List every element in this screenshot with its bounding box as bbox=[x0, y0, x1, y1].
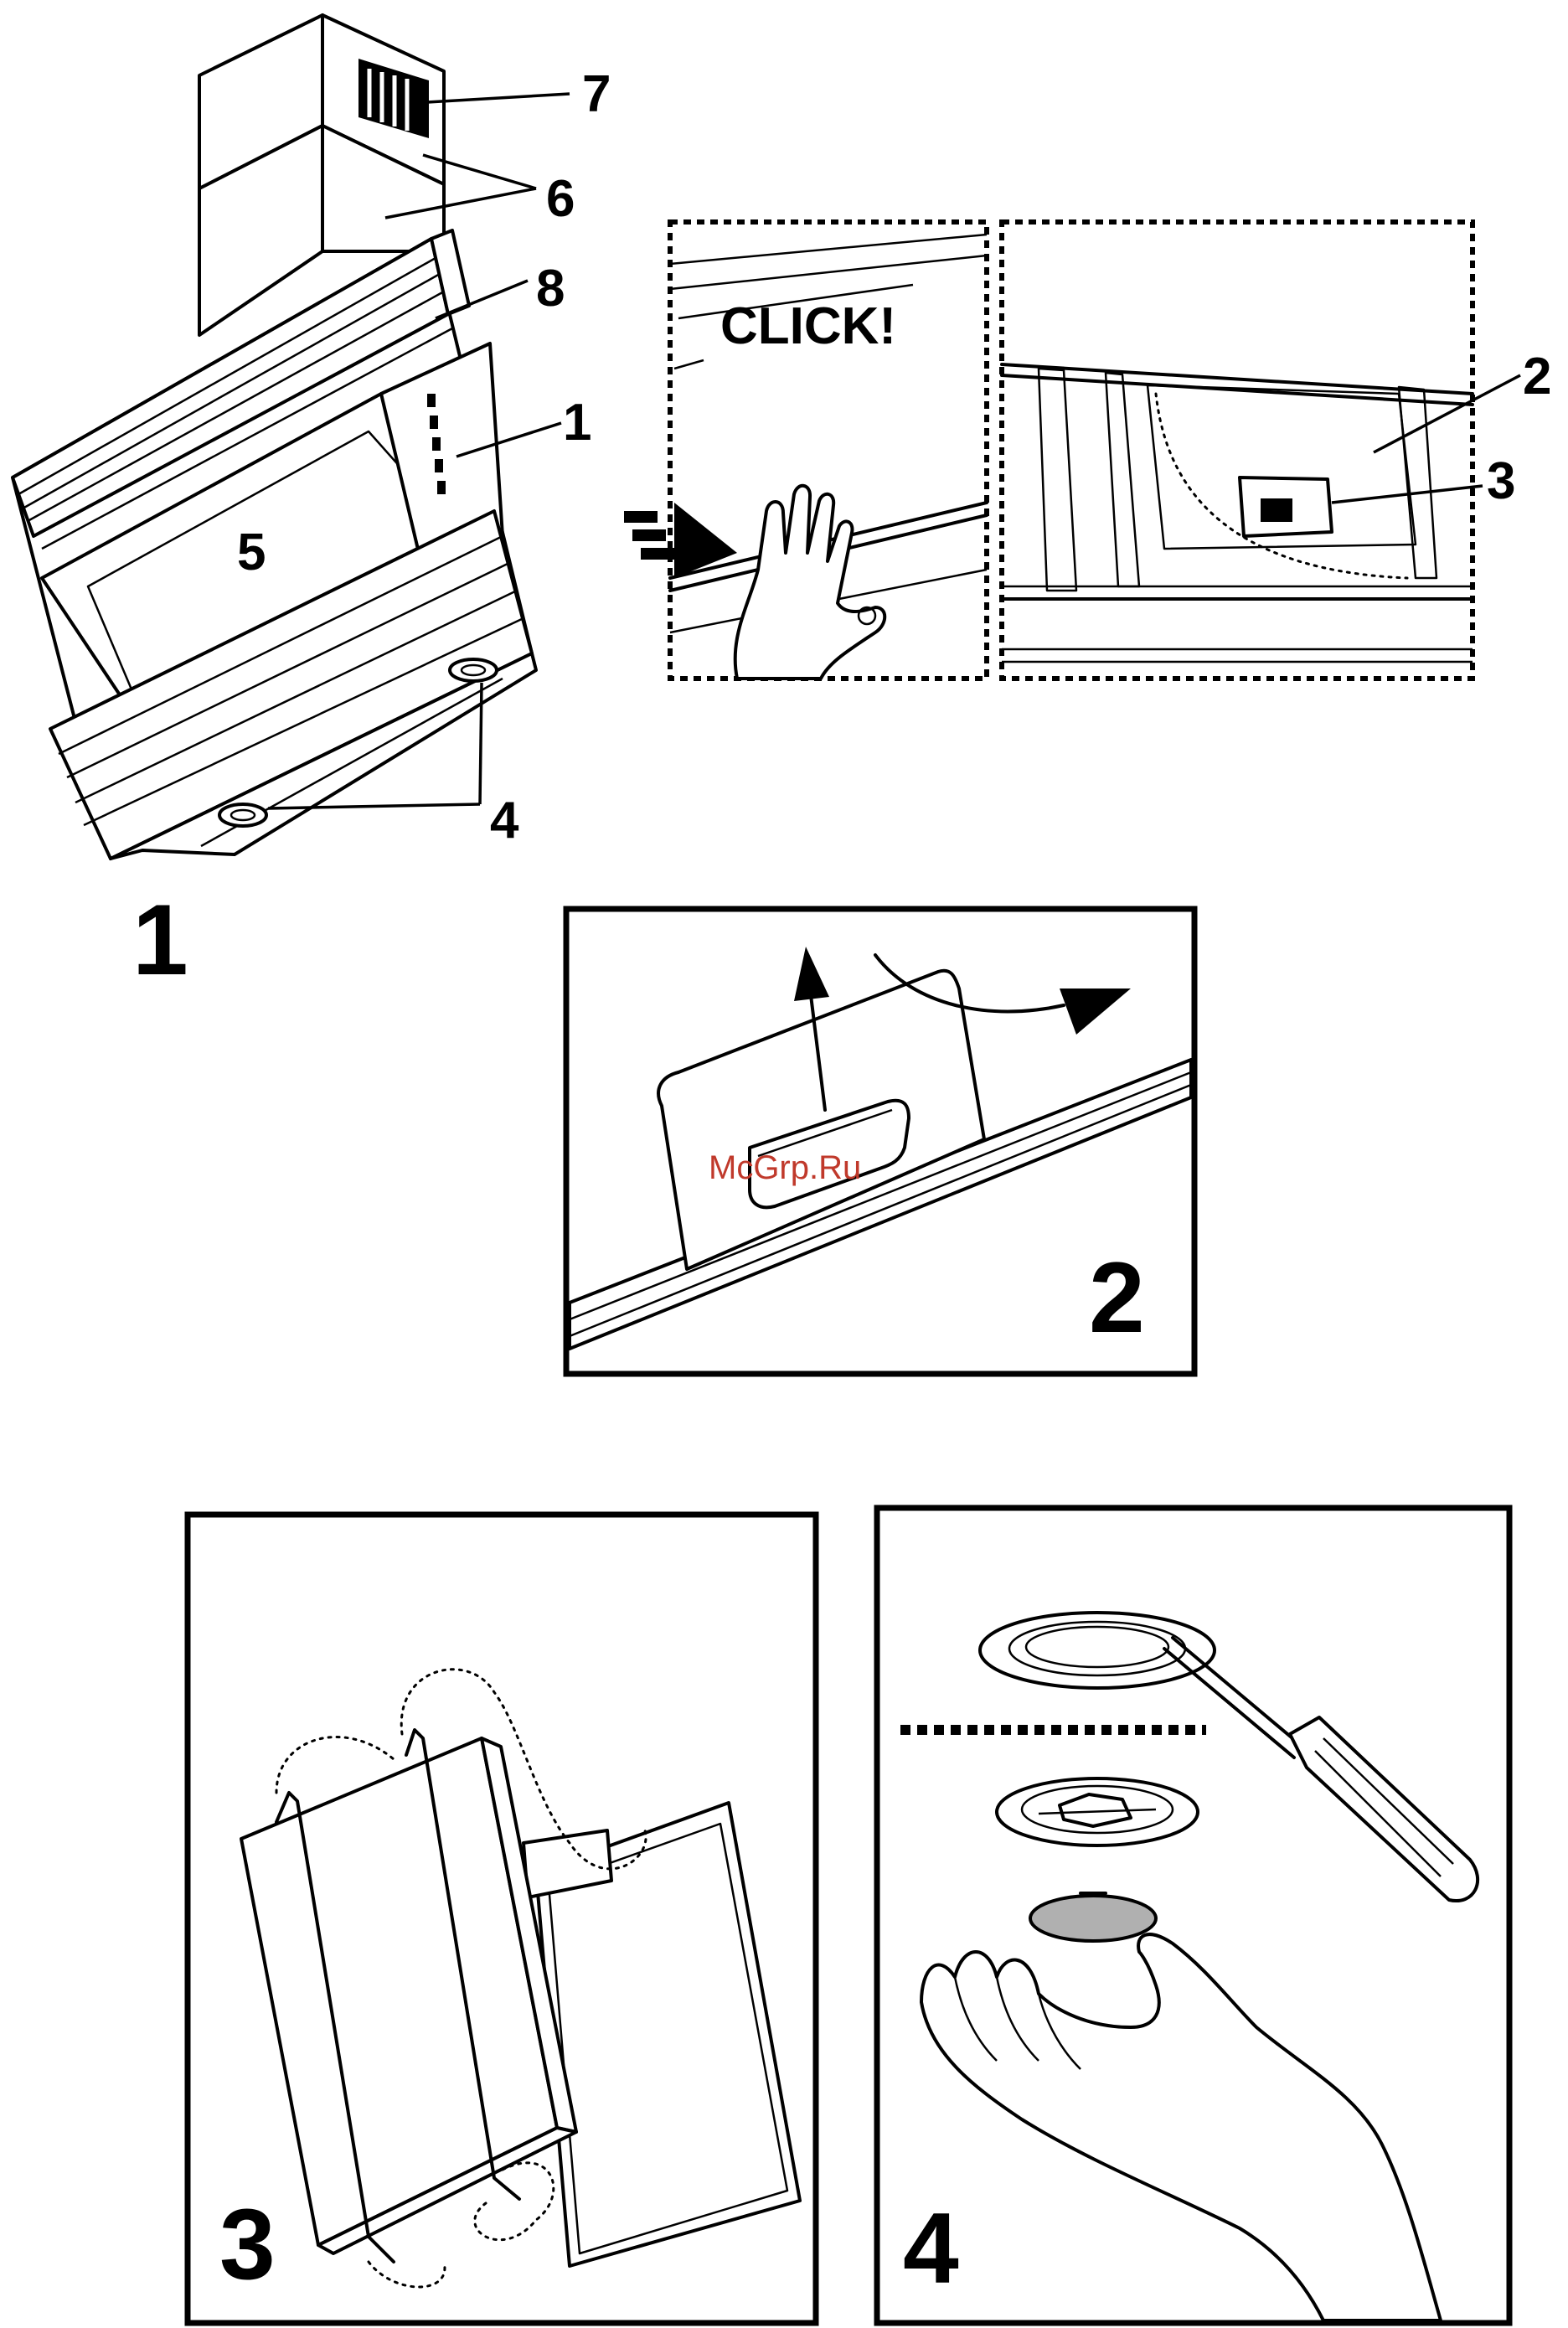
figure-4: 4 bbox=[877, 1508, 1509, 2323]
callout-8: 8 bbox=[536, 260, 565, 317]
watermark: McGrp.Ru bbox=[709, 1149, 861, 1186]
figure-2: McGrp.Ru 2 bbox=[566, 909, 1194, 1374]
callout-1: 1 bbox=[563, 394, 591, 452]
lamp-right bbox=[450, 659, 497, 681]
open-panel-detail: 2 3 bbox=[1002, 222, 1551, 679]
panel-label-3: 3 bbox=[219, 2188, 276, 2300]
panel-label-1: 1 bbox=[132, 884, 188, 996]
callout-3: 3 bbox=[1487, 452, 1515, 510]
panel-label-2: 2 bbox=[1089, 1241, 1145, 1354]
hood-body bbox=[13, 230, 536, 859]
lamp-left bbox=[219, 804, 266, 826]
figure-1-hood: 7 6 8 1 5 4 1 bbox=[13, 15, 611, 996]
hand-icon bbox=[735, 486, 885, 679]
panel-label-4: 4 bbox=[903, 2192, 959, 2305]
callout-7: 7 bbox=[582, 65, 611, 123]
callout-6: 6 bbox=[546, 170, 575, 228]
lamp-socket bbox=[997, 1778, 1198, 1845]
lamp-cover bbox=[980, 1613, 1215, 1688]
click-detail: CLICK! bbox=[624, 222, 987, 679]
callout-4: 4 bbox=[490, 792, 519, 849]
callout-5: 5 bbox=[237, 524, 266, 581]
figure-3: 3 bbox=[188, 1515, 816, 2323]
click-text: CLICK! bbox=[720, 297, 896, 355]
callout-2: 2 bbox=[1523, 348, 1551, 405]
